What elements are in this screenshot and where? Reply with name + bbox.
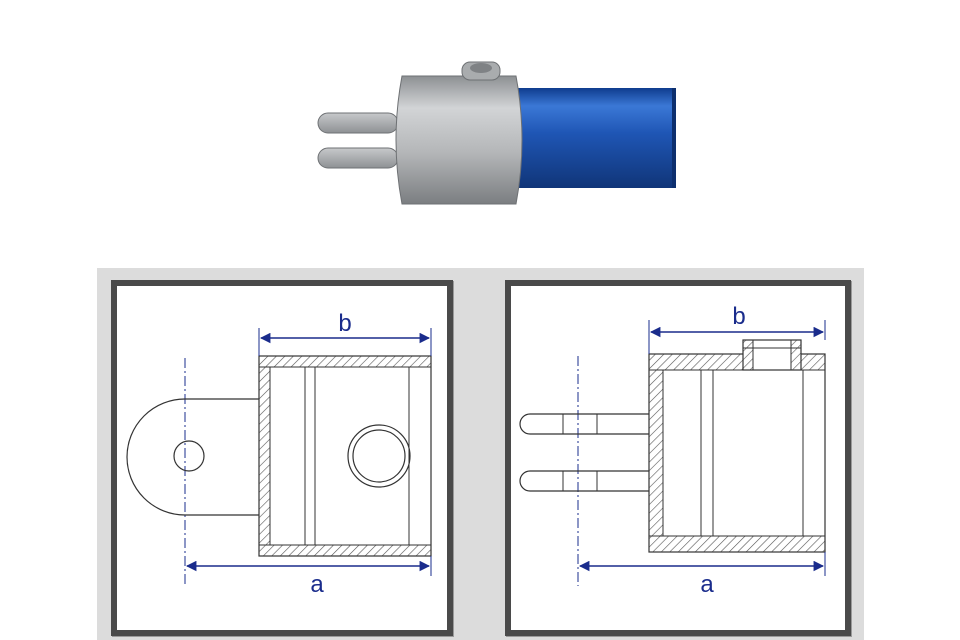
side-view-drawing: b a (505, 280, 851, 636)
body-outline (648, 353, 826, 553)
pin-hole (173, 440, 205, 472)
prong-lower (519, 470, 649, 492)
dim-a-label: a (310, 571, 324, 598)
dim-b-label: b (732, 303, 745, 330)
dim-a-label: a (700, 571, 714, 598)
hatch-bottom (648, 535, 826, 553)
top-view-drawing: b a (111, 280, 453, 636)
product-photo (317, 61, 676, 205)
hatch-top (258, 355, 432, 368)
prong-upper (519, 413, 649, 435)
grub-screw-boss (742, 339, 802, 371)
grub-screw-boss-inner (352, 429, 406, 483)
swivel-tab-lower (317, 147, 399, 169)
swivel-tab-upper (317, 112, 399, 134)
blue-pipe (512, 88, 676, 188)
fitting-body (395, 61, 523, 205)
grub-screw-boss-outer (347, 424, 411, 488)
hatch-bottom (258, 544, 432, 557)
hatch-end (258, 366, 271, 546)
hatch-end (648, 369, 664, 537)
dim-b-label: b (338, 310, 351, 337)
technical-drawings-panel: b a (97, 268, 864, 640)
eye-tab-outline (126, 398, 259, 516)
